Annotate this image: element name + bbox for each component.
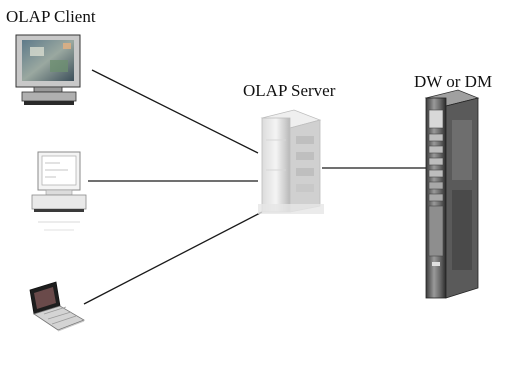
edge-laptop-to-server <box>83 211 263 305</box>
dw-or-dm-label: DW or DM <box>414 72 493 91</box>
server-icon <box>258 109 324 214</box>
edge-monitor-to-server <box>91 69 259 154</box>
olap-client-label: OLAP Client <box>6 7 96 26</box>
laptop-icon <box>29 281 85 332</box>
olap-server-label: OLAP Server <box>243 81 336 100</box>
tower-server-icon <box>424 89 480 299</box>
desktop-computer-icon <box>31 151 87 231</box>
crt-monitor-icon <box>15 34 81 105</box>
